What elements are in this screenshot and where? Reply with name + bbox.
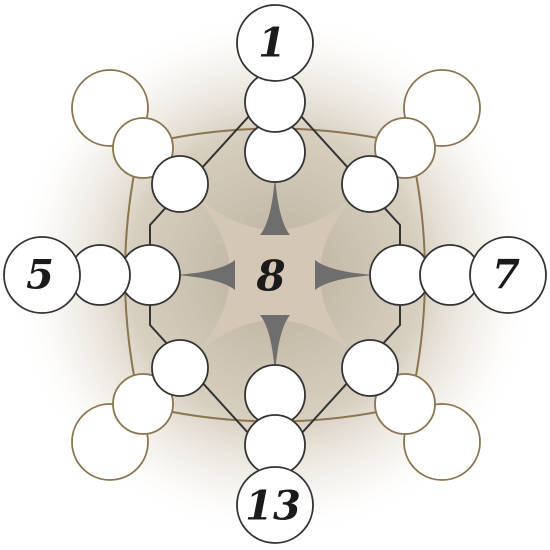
slot-right-outer[interactable] [469, 236, 547, 314]
slot-bottom-right-middle[interactable] [374, 373, 436, 435]
spike-top [260, 175, 290, 235]
slot-top-left-middle[interactable] [112, 117, 174, 179]
arm-top-right [341, 69, 481, 213]
arm-bottom-left [71, 339, 209, 481]
spike-left [175, 260, 235, 290]
arm-top-left [71, 69, 209, 213]
right-number: 7 [492, 252, 520, 299]
slot-bottom-right-inner[interactable] [341, 339, 399, 397]
arm-left: 5 [3, 236, 181, 314]
arm-bottom: 13 [236, 364, 314, 544]
center-star [195, 195, 355, 355]
slot-top-left-inner[interactable] [151, 155, 209, 213]
arm-bottom-right [341, 339, 481, 481]
spike-right [315, 260, 375, 290]
slot-bottom-left-inner[interactable] [151, 339, 209, 397]
left-number: 5 [26, 252, 54, 299]
slot-top-outer[interactable] [236, 4, 314, 82]
bottom-number: 13 [245, 483, 301, 530]
slot-left-outer[interactable] [3, 236, 81, 314]
spike-bottom [260, 315, 290, 375]
arm-right: 7 [369, 236, 547, 314]
slot-bottom-middle[interactable] [244, 414, 306, 476]
center-number: 8 [255, 252, 285, 301]
slot-top-right-middle[interactable] [374, 117, 436, 179]
slot-bottom-outer[interactable] [236, 466, 314, 544]
slot-top-right-inner[interactable] [341, 155, 399, 213]
top-number: 1 [258, 20, 286, 67]
arm-top: 1 [236, 4, 314, 183]
slot-bottom-left-middle[interactable] [112, 373, 174, 435]
